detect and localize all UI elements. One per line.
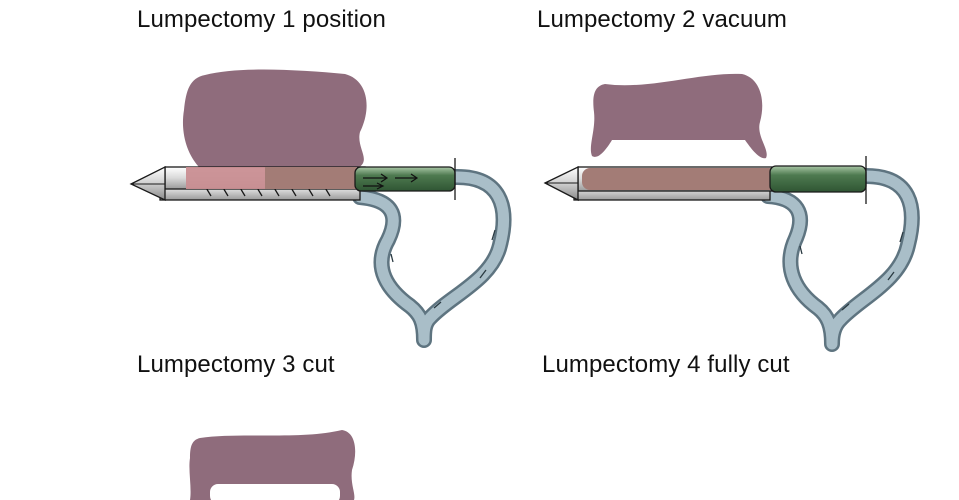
cutter-cannula — [769, 165, 867, 193]
tissue-core — [582, 168, 777, 190]
panel-1-label: Lumpectomy 1 position — [137, 6, 386, 33]
panel-4-label: Lumpectomy 4 fully cut — [542, 351, 790, 378]
cutter-cannula — [354, 166, 456, 192]
panel-3-illustration — [189, 430, 356, 500]
panel-2-illustration — [543, 73, 920, 352]
tissue-lump — [182, 69, 367, 168]
panel-2-label: Lumpectomy 2 vacuum — [537, 6, 788, 33]
panel-3-label: Lumpectomy 3 cut — [137, 351, 335, 378]
panel-1-illustration — [129, 69, 512, 348]
tissue-lump — [189, 430, 356, 500]
tissue-lump — [590, 73, 767, 159]
